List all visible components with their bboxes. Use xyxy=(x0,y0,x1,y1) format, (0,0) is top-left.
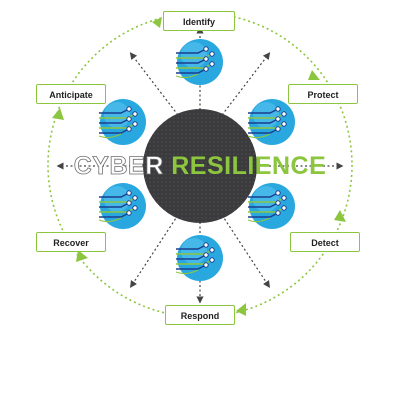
stage-recover: Recover xyxy=(36,232,106,252)
stage-identify: Identify xyxy=(163,11,235,31)
stage-protect: Protect xyxy=(288,84,358,104)
spoke-lower-left xyxy=(130,214,179,289)
spoke-upper-left xyxy=(129,52,179,116)
stage-anticipate: Anticipate xyxy=(36,84,106,104)
title-word-resilience: RESILIENCE xyxy=(171,152,327,180)
arrow-detect-respond xyxy=(236,303,246,316)
diagram-title: CYBER RESILIENCE xyxy=(60,152,340,180)
globe-upper-right-icon xyxy=(247,99,295,145)
globes xyxy=(98,39,295,281)
stage-recover-label: Recover xyxy=(53,238,89,248)
arrow-recover-anticipate xyxy=(52,108,64,120)
stage-detect: Detect xyxy=(290,232,360,252)
arrow-identify-protect xyxy=(308,70,320,80)
globe-upper-left-icon xyxy=(98,99,146,145)
stage-protect-label: Protect xyxy=(307,90,339,100)
core-circle xyxy=(143,109,257,223)
arrow-respond-recover xyxy=(76,250,88,262)
stage-identify-label: Identify xyxy=(182,17,215,27)
title-word-cyber: CYBER xyxy=(73,152,172,180)
stage-anticipate-label: Anticipate xyxy=(49,90,93,100)
globe-bottom-icon xyxy=(175,235,223,281)
cycle-arrows xyxy=(52,17,346,316)
arrow-anticipate-identify xyxy=(152,17,162,28)
stage-respond-label: Respond xyxy=(180,311,220,321)
arrow-protect-detect xyxy=(334,210,346,222)
spokes xyxy=(56,26,344,304)
spoke-lower-right xyxy=(221,214,270,289)
stage-respond: Respond xyxy=(165,305,235,325)
spoke-upper-right xyxy=(221,52,271,116)
globe-lower-right-icon xyxy=(247,183,295,229)
globe-top-icon xyxy=(175,39,223,85)
stage-detect-label: Detect xyxy=(311,238,339,248)
globe-lower-left-icon xyxy=(98,183,146,229)
